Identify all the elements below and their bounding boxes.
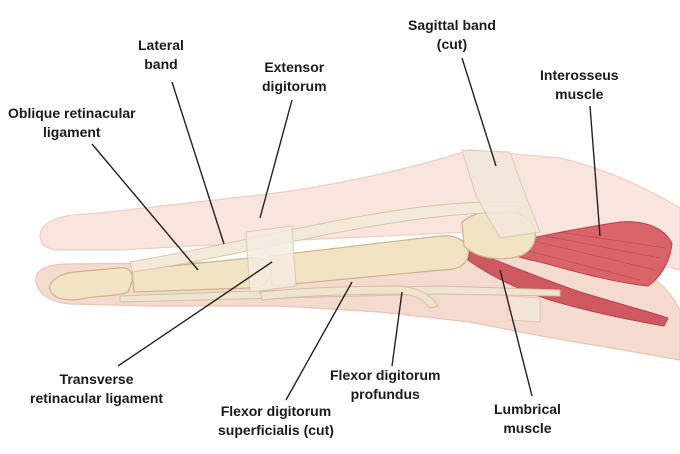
label-sagittal-band: Sagittal band (cut) (408, 17, 496, 52)
flexor-superficialis-tendon (259, 285, 439, 309)
leader-extensor-digitorum (259, 99, 293, 219)
pulley-band (507, 295, 541, 323)
leader-sagittal-band (461, 57, 497, 167)
label-transverse-retinacular-ligament: Transverse retinacular ligament (30, 371, 164, 406)
interosseus-muscle-fibers (524, 231, 667, 281)
leader-lumbrical (499, 269, 533, 397)
leader-flexor-profundus (391, 291, 403, 367)
label-oblique-retinacular-ligament: Oblique retinacular ligament (8, 105, 136, 140)
label-interosseus-muscle: Interosseus muscle (540, 67, 619, 102)
tendons-ligaments (119, 149, 561, 323)
leader-lines (91, 57, 601, 401)
label-lumbrical-muscle: Lumbrical muscle (494, 401, 561, 436)
transverse-retinacular-band (245, 225, 297, 293)
label-extensor-digitorum: Extensor digitorum (262, 59, 327, 94)
leader-transverse-retinacular (117, 261, 273, 367)
leader-interosseus-muscle (589, 105, 601, 237)
leader-oblique-retinacular (91, 143, 199, 271)
label-flexor-digitorum-superficialis: Flexor digitorum superficialis (cut) (218, 403, 334, 438)
leader-lateral-band (171, 81, 225, 245)
label-flexor-digitorum-profundus: Flexor digitorum profundus (330, 367, 441, 402)
proximal-phalanx (269, 235, 469, 287)
label-lateral-band: Lateral band (138, 37, 184, 72)
sagittal-band-shape (461, 149, 541, 239)
leader-flexor-superficialis (285, 281, 353, 401)
distal-phalanx (49, 267, 133, 301)
muscles (467, 221, 673, 327)
